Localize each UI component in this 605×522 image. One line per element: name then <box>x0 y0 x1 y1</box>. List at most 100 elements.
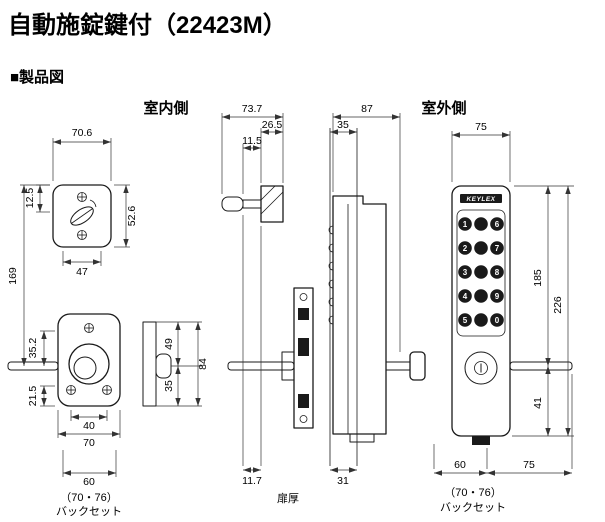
dim-total-height: 169 <box>7 267 19 285</box>
dim-profile-upper: 49 <box>163 338 175 350</box>
key-button <box>474 241 488 255</box>
screw-icon <box>299 415 308 423</box>
outdoor-rod <box>385 361 411 371</box>
dim-thumbturn-depth: 11.5 <box>242 135 262 147</box>
spindle-rod <box>7 361 59 371</box>
turn-arrow-icon <box>89 199 97 208</box>
indoor-dimensions <box>20 138 202 477</box>
key-button <box>458 289 472 303</box>
key-cylinder <box>474 361 488 375</box>
outdoor-unit: KEYLEX 1 2 3 4 5 6 7 8 9 <box>451 185 573 445</box>
button-bump <box>328 261 334 271</box>
key-button <box>490 289 504 303</box>
handle-rose <box>68 343 110 385</box>
dim-total-height-outdoor: 226 <box>552 296 564 314</box>
brand-logo: KEYLEX <box>466 196 495 203</box>
brand-plate <box>460 194 502 203</box>
dim-case-depth: 26.5 <box>262 119 283 131</box>
screw-icon <box>84 323 94 333</box>
faceplate <box>293 287 314 429</box>
outdoor-knob-profile <box>409 351 426 381</box>
spindle-hub <box>281 351 295 381</box>
page-title: 自動施錠鍵付（22423M） <box>8 11 287 39</box>
screw-icon <box>66 385 76 395</box>
dim-protrusion-total: 73.7 <box>242 103 263 115</box>
backset-label: バックセット <box>56 505 122 518</box>
dim-backset: 60 <box>83 476 95 488</box>
key-label: 7 <box>495 244 500 253</box>
backset-options: （70・76） <box>60 491 117 504</box>
dim-outdoor-spindle: 75 <box>523 459 535 471</box>
dim-inner-width: 47 <box>76 266 88 278</box>
key-label: 9 <box>495 292 500 301</box>
outdoor-side-label: 室外側 <box>421 99 466 117</box>
screw-icon <box>77 192 87 202</box>
section-heading: ■製品図 <box>10 68 64 86</box>
screw-icon <box>77 230 87 240</box>
screw-icon <box>102 385 112 395</box>
key-button <box>490 241 504 255</box>
key-label: 0 <box>495 316 500 325</box>
latch-cutout <box>298 308 309 320</box>
indoor-top-escutcheon <box>52 184 112 248</box>
outdoor-unit-profile <box>328 195 387 443</box>
key-button <box>474 313 488 327</box>
side-view-dimensions <box>221 113 401 473</box>
indoor-side-label: 室内側 <box>143 99 188 117</box>
dim-upper: 35.2 <box>27 338 39 359</box>
indoor-unit-profile <box>260 185 284 223</box>
key-button <box>474 265 488 279</box>
key-label: 4 <box>463 292 468 301</box>
bottom-cap <box>349 433 375 443</box>
key-label: 1 <box>463 220 468 229</box>
keypad: 1 2 3 4 5 6 7 8 9 0 <box>458 217 504 327</box>
dim-outdoor-protrusion: 87 <box>361 103 373 115</box>
key-label: 6 <box>495 220 500 229</box>
key-button <box>474 217 488 231</box>
button-bump <box>328 243 334 253</box>
dim-lower-height: 41 <box>532 397 544 409</box>
dim-door-face: 35 <box>337 119 349 131</box>
dim-lower: 21.5 <box>27 386 39 407</box>
dim-escutcheon-height: 52.6 <box>126 206 138 227</box>
dim-outdoor-backset: 60 <box>454 459 466 471</box>
key-button <box>458 313 472 327</box>
key-button <box>490 313 504 327</box>
dim-handle-width: 40 <box>83 420 95 432</box>
thumbturn-profile <box>221 196 244 212</box>
outdoor-backset-label: バックセット <box>440 501 506 514</box>
key-label: 3 <box>463 268 468 277</box>
indoor-side-profile <box>142 321 172 407</box>
key-button <box>458 265 472 279</box>
door-thickness-label: 扉厚 <box>277 492 299 505</box>
side-view-parts <box>221 128 426 466</box>
dim-profile-lower: 35 <box>163 380 175 392</box>
key-label: 2 <box>463 244 468 253</box>
key-label: 8 <box>495 268 500 277</box>
dim-upper-height: 185 <box>532 269 544 287</box>
key-button <box>474 289 488 303</box>
button-bump <box>328 315 334 325</box>
keypad-panel <box>456 209 506 337</box>
button-bump <box>328 225 334 235</box>
dim-width-top: 70.6 <box>72 127 93 139</box>
button-bump <box>328 297 334 307</box>
bottom-block <box>472 436 490 445</box>
dim-plate-width: 70 <box>83 437 95 449</box>
deadbolt <box>298 394 309 408</box>
key-button <box>458 241 472 255</box>
key-label: 5 <box>463 316 468 325</box>
button-bump <box>328 279 334 289</box>
dim-outdoor-width: 75 <box>475 121 487 133</box>
key-button <box>490 265 504 279</box>
key-button <box>490 217 504 231</box>
outdoor-backset-options: （70・76） <box>444 486 501 499</box>
dim-thumbturn-offset: 12.5 <box>24 188 36 209</box>
dim-door-thickness: 31 <box>337 475 349 487</box>
thumbturn-stem <box>242 199 262 209</box>
indoor-lower-escutcheon <box>7 313 121 407</box>
key-button <box>458 217 472 231</box>
latch-bolt <box>298 338 309 356</box>
